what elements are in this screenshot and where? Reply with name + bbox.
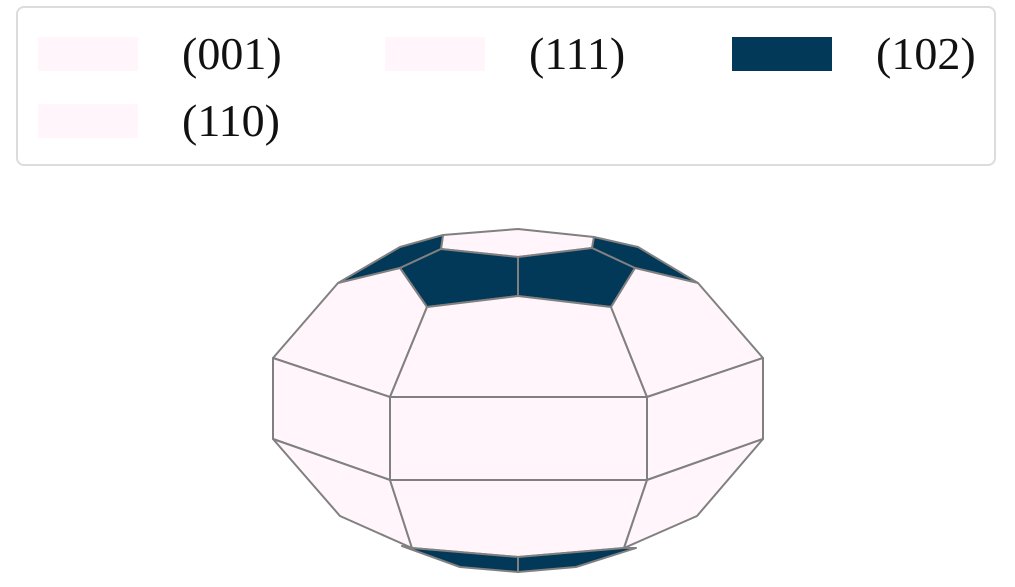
face-upper-right-shoulder <box>610 267 764 398</box>
face-lower-center <box>389 479 648 558</box>
legend-swatch-110 <box>38 104 138 138</box>
legend-item-111: (111) <box>385 29 625 79</box>
face-lower-left-shoulder <box>272 438 413 549</box>
legend-label-110: (110) <box>182 95 280 146</box>
face-102-bottom-right <box>517 547 637 573</box>
legend: (001) (111) (102) (110) <box>16 6 996 166</box>
face-equator-right <box>646 357 764 481</box>
face-equator-left <box>272 357 391 481</box>
face-102-bottom-left <box>401 545 519 573</box>
legend-item-001: (001) <box>38 29 282 79</box>
legend-swatch-111 <box>385 37 485 71</box>
legend-swatch-001 <box>38 37 138 71</box>
face-lower-right-shoulder <box>623 438 764 549</box>
legend-label-001: (001) <box>182 28 282 79</box>
face-102-top-left-outer <box>337 234 444 284</box>
legend-swatch-102 <box>732 37 832 71</box>
legend-label-102: (102) <box>876 28 976 79</box>
legend-item-102: (102) <box>732 29 976 79</box>
face-102-top-right <box>517 247 636 308</box>
face-upper-center <box>389 295 648 398</box>
face-102-top-left <box>399 248 519 308</box>
face-equator-center <box>389 396 648 481</box>
face-102-top-right-outer <box>591 236 699 284</box>
face-top-cap <box>440 228 595 258</box>
face-upper-left-shoulder <box>272 267 428 398</box>
legend-label-111: (111) <box>529 28 626 79</box>
legend-item-110: (110) <box>38 96 280 146</box>
